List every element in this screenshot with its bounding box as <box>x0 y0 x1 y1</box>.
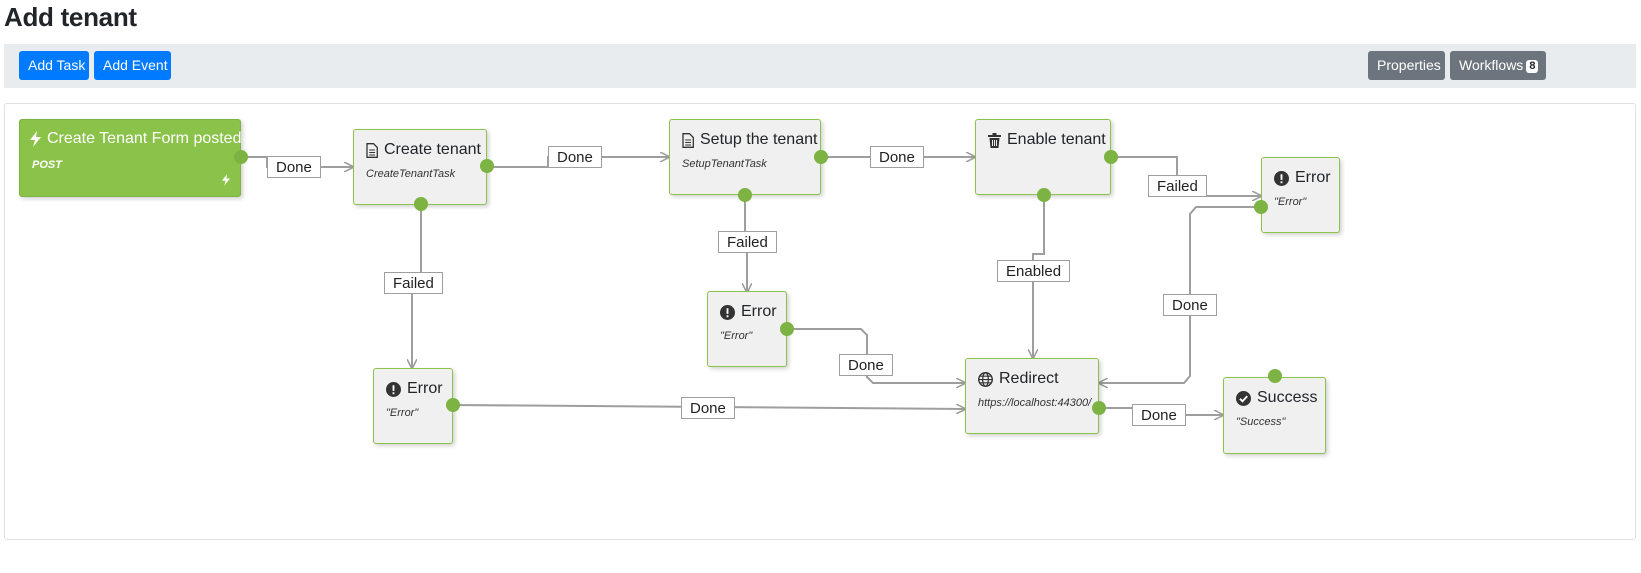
node-title: Redirect <box>978 370 1059 388</box>
workflows-label: Workflows <box>1459 57 1524 73</box>
node-title: Setup the tenant <box>682 131 817 149</box>
edge-label-enable-failed[interactable]: Failed <box>1148 175 1207 197</box>
node-enable-tenant[interactable]: Enable tenant <box>975 119 1111 195</box>
edge-label-error3-done[interactable]: Done <box>1163 294 1217 316</box>
edge-label-enable-enabled[interactable]: Enabled <box>997 260 1071 282</box>
add-task-button[interactable]: Add Task <box>19 51 89 80</box>
node-title-text: Success <box>1257 389 1318 406</box>
port-setup-done[interactable] <box>814 150 828 164</box>
edge-label-create-done[interactable]: Done <box>548 146 602 168</box>
edge-label-error2-done[interactable]: Done <box>839 354 893 376</box>
node-redirect[interactable]: Redirect https://localhost:44300/ <box>965 358 1099 434</box>
trash-icon <box>988 132 1001 148</box>
edge-label-setup-failed[interactable]: Failed <box>718 231 777 253</box>
port-success[interactable] <box>1268 369 1282 383</box>
check-circle-icon <box>1236 390 1251 406</box>
port-setup-failed[interactable] <box>738 188 752 202</box>
exclamation-circle-icon <box>720 304 735 320</box>
port-create-failed[interactable] <box>414 197 428 211</box>
edge-label-create-failed[interactable]: Failed <box>384 272 443 294</box>
port-error2-done[interactable] <box>780 322 794 336</box>
bolt-icon <box>222 174 230 186</box>
node-create-tenant-form-posted[interactable]: Create Tenant Form posted POST <box>19 119 241 197</box>
node-success[interactable]: Success "Success" <box>1223 377 1326 454</box>
node-create-tenant[interactable]: Create tenant CreateTenantTask <box>353 129 487 205</box>
node-title-text: Error <box>407 380 443 397</box>
file-icon <box>366 142 378 158</box>
node-title: Error <box>1274 169 1331 187</box>
node-subtitle: "Error" <box>720 330 753 342</box>
node-subtitle: "Error" <box>1274 196 1307 208</box>
node-error-setup[interactable]: Error "Error" <box>707 291 787 367</box>
add-event-button[interactable]: Add Event <box>94 51 171 80</box>
node-title: Success <box>1236 389 1317 407</box>
node-subtitle: POST <box>32 159 62 171</box>
port-trigger-done[interactable] <box>234 150 248 164</box>
node-title: Enable tenant <box>988 131 1106 149</box>
node-setup-the-tenant[interactable]: Setup the tenant SetupTenantTask <box>669 119 821 195</box>
bolt-icon <box>30 131 41 147</box>
port-enable-failed[interactable] <box>1104 150 1118 164</box>
node-title: Create tenant <box>366 141 481 159</box>
exclamation-circle-icon <box>1274 170 1289 186</box>
node-title-text: Setup the tenant <box>700 131 818 148</box>
node-subtitle: https://localhost:44300/ <box>978 397 1092 409</box>
node-title-text: Redirect <box>999 370 1059 387</box>
port-enable-enabled[interactable] <box>1037 188 1051 202</box>
node-error-create[interactable]: Error "Error" <box>373 368 453 444</box>
port-error1-done[interactable] <box>446 398 460 412</box>
workflows-count-badge: 8 <box>1526 60 1539 73</box>
node-title: Create Tenant Form posted <box>30 130 241 148</box>
edge-label-redirect-done[interactable]: Done <box>1132 404 1186 426</box>
edge-label-setup-done[interactable]: Done <box>870 146 924 168</box>
node-title-text: Error <box>1295 169 1331 186</box>
exclamation-circle-icon <box>386 381 401 397</box>
node-subtitle: SetupTenantTask <box>682 158 767 170</box>
node-title-text: Create tenant <box>384 141 481 158</box>
page-title: Add tenant <box>4 2 137 32</box>
port-error3-done[interactable] <box>1254 200 1268 214</box>
edge-label-error1-done[interactable]: Done <box>681 397 735 419</box>
node-subtitle: "Error" <box>386 407 419 419</box>
file-icon <box>682 132 694 148</box>
node-subtitle: CreateTenantTask <box>366 168 456 180</box>
edge-label-trigger-done[interactable]: Done <box>267 156 321 178</box>
node-title-text: Error <box>741 303 777 320</box>
node-title-text: Enable tenant <box>1007 131 1106 148</box>
node-title: Error <box>720 303 777 321</box>
node-error-enable[interactable]: Error "Error" <box>1261 157 1340 233</box>
edge-enable-redirect <box>1033 195 1045 358</box>
node-title: Error <box>386 380 443 398</box>
node-subtitle: "Success" <box>1236 416 1286 428</box>
properties-button[interactable]: Properties <box>1368 51 1445 80</box>
globe-icon <box>978 371 993 387</box>
port-redirect-done[interactable] <box>1092 401 1106 415</box>
port-create-done[interactable] <box>480 159 494 173</box>
edge-layer <box>241 104 1637 541</box>
node-title-text: Create Tenant Form posted <box>47 130 242 147</box>
workflow-canvas[interactable]: Create Tenant Form posted POST Create te… <box>4 103 1636 540</box>
